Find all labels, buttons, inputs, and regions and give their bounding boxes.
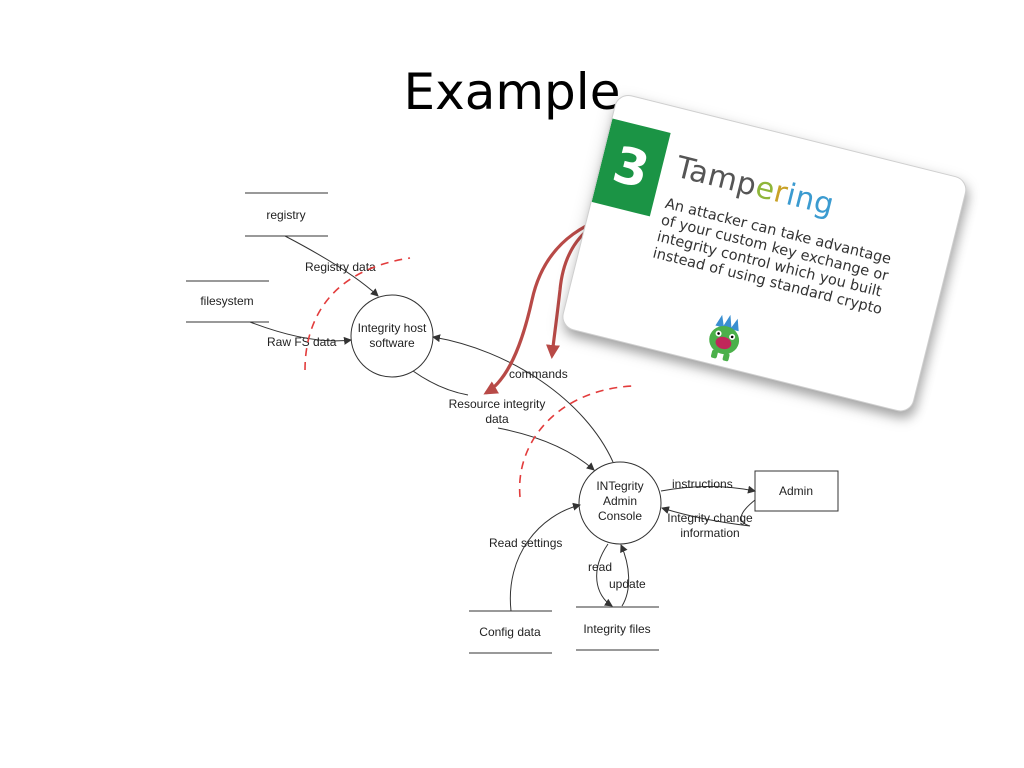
entity-admin: Admin xyxy=(754,470,839,512)
flow-read xyxy=(596,543,613,607)
flow-resource-integrity-lower xyxy=(497,427,595,471)
flow-integrity-change-label-1: Integrity change xyxy=(667,511,753,525)
flow-commands xyxy=(432,334,614,463)
process-console-label-3: Console xyxy=(598,509,642,523)
store-config-data-label: Config data xyxy=(479,625,541,639)
threat-card: 3 Tampering An attacker can take advanta… xyxy=(559,92,970,415)
monster-mascot-icon xyxy=(709,314,740,362)
threat-card-title-part-1: Tamp xyxy=(672,149,761,204)
store-integrity-files: Integrity files xyxy=(576,606,659,651)
flow-instructions xyxy=(660,485,756,494)
threat-card-title-part-4: ing xyxy=(782,177,838,224)
process-integrity-host: Integrity host software xyxy=(350,294,434,378)
flow-integrity-change-label-2: information xyxy=(680,526,739,540)
slide-title: Example xyxy=(403,63,621,121)
flow-commands-label: commands xyxy=(509,367,568,381)
store-registry-label: registry xyxy=(266,208,305,222)
store-integrity-files-label: Integrity files xyxy=(583,622,650,636)
flow-resource-integrity-label-1: Resource integrity xyxy=(449,397,546,411)
flow-registry-data xyxy=(284,235,379,297)
trust-boundary-console xyxy=(518,385,633,498)
entity-admin-label: Admin xyxy=(779,484,813,498)
process-console-label-2: Admin xyxy=(603,494,637,508)
store-registry: registry xyxy=(245,192,328,237)
flow-read-settings xyxy=(509,502,581,612)
trust-boundary-host xyxy=(304,257,411,371)
process-host-label-2: software xyxy=(369,336,415,350)
process-console-label-1: INTegrity xyxy=(596,479,643,493)
flow-read-settings-label: Read settings xyxy=(489,536,562,550)
flow-read-label: read xyxy=(588,560,612,574)
threat-card-description: An attacker can take advantage of your c… xyxy=(651,196,939,330)
flow-instructions-label: instructions xyxy=(672,477,733,491)
flow-raw-fs-data xyxy=(249,321,352,345)
process-admin-console: INTegrity Admin Console xyxy=(578,461,662,545)
flow-update xyxy=(620,544,630,607)
process-host-label-1: Integrity host xyxy=(358,321,427,335)
flow-update-label: update xyxy=(609,577,646,591)
store-filesystem-label: filesystem xyxy=(200,294,253,308)
flow-resource-integrity-label-2: data xyxy=(485,412,509,426)
flow-registry-data-label: Registry data xyxy=(305,260,376,274)
flow-integrity-change xyxy=(661,499,756,527)
store-filesystem: filesystem xyxy=(186,280,269,323)
store-config-data: Config data xyxy=(469,610,552,654)
flow-raw-fs-data-label: Raw FS data xyxy=(267,335,337,349)
flow-resource-integrity-upper xyxy=(412,370,469,396)
